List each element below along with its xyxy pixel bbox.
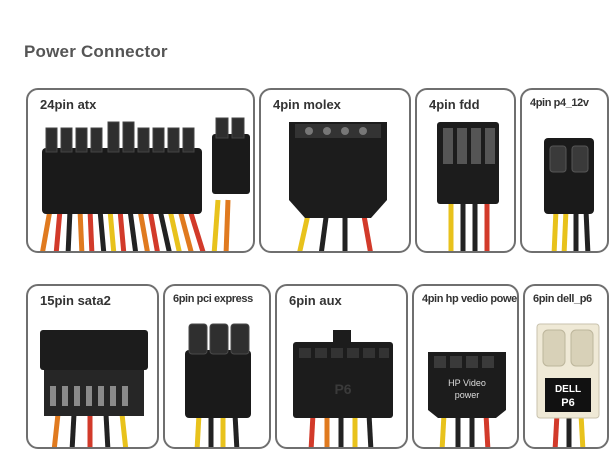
aux-6pin-connector-icon: P6: [293, 330, 393, 447]
pcie-6pin-connector-icon: [185, 323, 251, 447]
connector-label: 24pin atx: [40, 97, 97, 112]
connector-label: 6pin dell_p6: [533, 293, 592, 305]
dell-marking-line2: P6: [561, 397, 574, 409]
connector-label: 6pin aux: [289, 293, 342, 308]
connector-card-4pin-p4-12v: 4pin p4_12v: [520, 88, 609, 253]
atx-24pin-connector-icon: [40, 117, 250, 251]
connector-label: 15pin sata2: [40, 293, 111, 308]
aux-marking: P6: [334, 381, 351, 397]
connector-label: 4pin molex: [273, 97, 341, 112]
connector-card-15pin-sata2: 15pin sata2: [26, 284, 159, 449]
connector-card-4pin-molex: 4pin molex: [259, 88, 411, 253]
dell-marking-line1: DELL: [555, 384, 581, 395]
connector-label: 4pin p4_12v: [530, 97, 589, 109]
p4-12v-4pin-connector-icon: [544, 138, 594, 251]
connector-card-4pin-fdd: 4pin fdd: [415, 88, 516, 253]
connector-card-24pin-atx: 24pin atx: [26, 88, 255, 253]
connector-label: 6pin pci express: [173, 293, 253, 305]
connector-label: 4pin hp vedio power: [422, 293, 519, 305]
connector-card-4pin-hp-vedio-power: HP Video power 4pin hp vedio power: [412, 284, 519, 449]
fdd-4pin-connector-icon: [437, 122, 499, 251]
molex-4pin-connector-icon: [289, 122, 387, 251]
sata2-15pin-connector-icon: [40, 330, 148, 447]
hp-video-power-connector-icon: HP Video power: [428, 352, 506, 447]
hp-video-marking-line2: power: [455, 390, 480, 400]
connector-label: 4pin fdd: [429, 97, 480, 112]
connector-card-6pin-dell-p6: DELL P6 6pin dell_p6: [523, 284, 609, 449]
dell-p6-connector-icon: DELL P6: [536, 323, 600, 447]
connector-card-6pin-aux: P6 6pin aux: [275, 284, 408, 449]
connector-card-6pin-pci-express: 6pin pci express: [163, 284, 271, 449]
page-title: Power Connector: [24, 42, 168, 61]
hp-video-marking-line1: HP Video: [448, 378, 486, 388]
